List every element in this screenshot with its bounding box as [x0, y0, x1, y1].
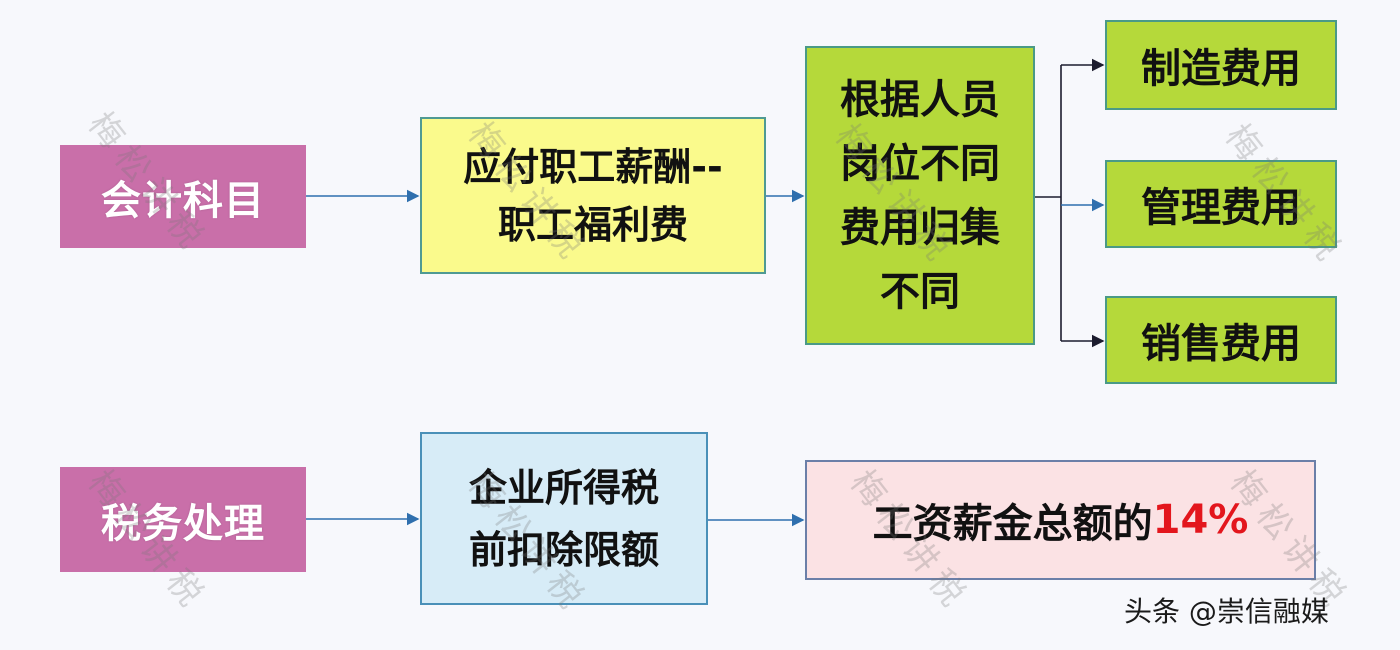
sales-expense-text: 销售费用 — [1141, 321, 1301, 367]
tax-treatment-text: 税务处理 — [101, 500, 265, 547]
payable-welfare-account-text: 应付职工薪酬-- 职工福利费 — [463, 144, 723, 247]
management-expense-box: 管理费用 — [1105, 160, 1337, 248]
manufacturing-expense-text: 制造费用 — [1141, 46, 1301, 92]
management-expense-text: 管理费用 — [1141, 185, 1301, 231]
sales-expense-box: 销售费用 — [1105, 296, 1337, 384]
accounting-subject-label: 会计科目 — [60, 145, 306, 248]
limit-result-prefix: 工资薪金总额的 — [872, 501, 1153, 547]
payable-welfare-account-box: 应付职工薪酬-- 职工福利费 — [420, 117, 766, 274]
cost-allocation-text: 根据人员 岗位不同 费用归集 不同 — [840, 76, 1000, 315]
deduction-limit-text: 企业所得税 前扣除限额 — [468, 465, 659, 572]
manufacturing-expense-box: 制造费用 — [1105, 20, 1337, 110]
tax-treatment-label: 税务处理 — [60, 467, 306, 572]
accounting-subject-text: 会计科目 — [101, 177, 265, 224]
cost-allocation-box: 根据人员 岗位不同 费用归集 不同 — [805, 46, 1035, 345]
source-credit: 头条 @崇信融媒 — [1124, 595, 1329, 628]
limit-result-percentage: 14% — [1152, 497, 1249, 543]
deduction-limit-box: 企业所得税 前扣除限额 — [420, 432, 708, 605]
